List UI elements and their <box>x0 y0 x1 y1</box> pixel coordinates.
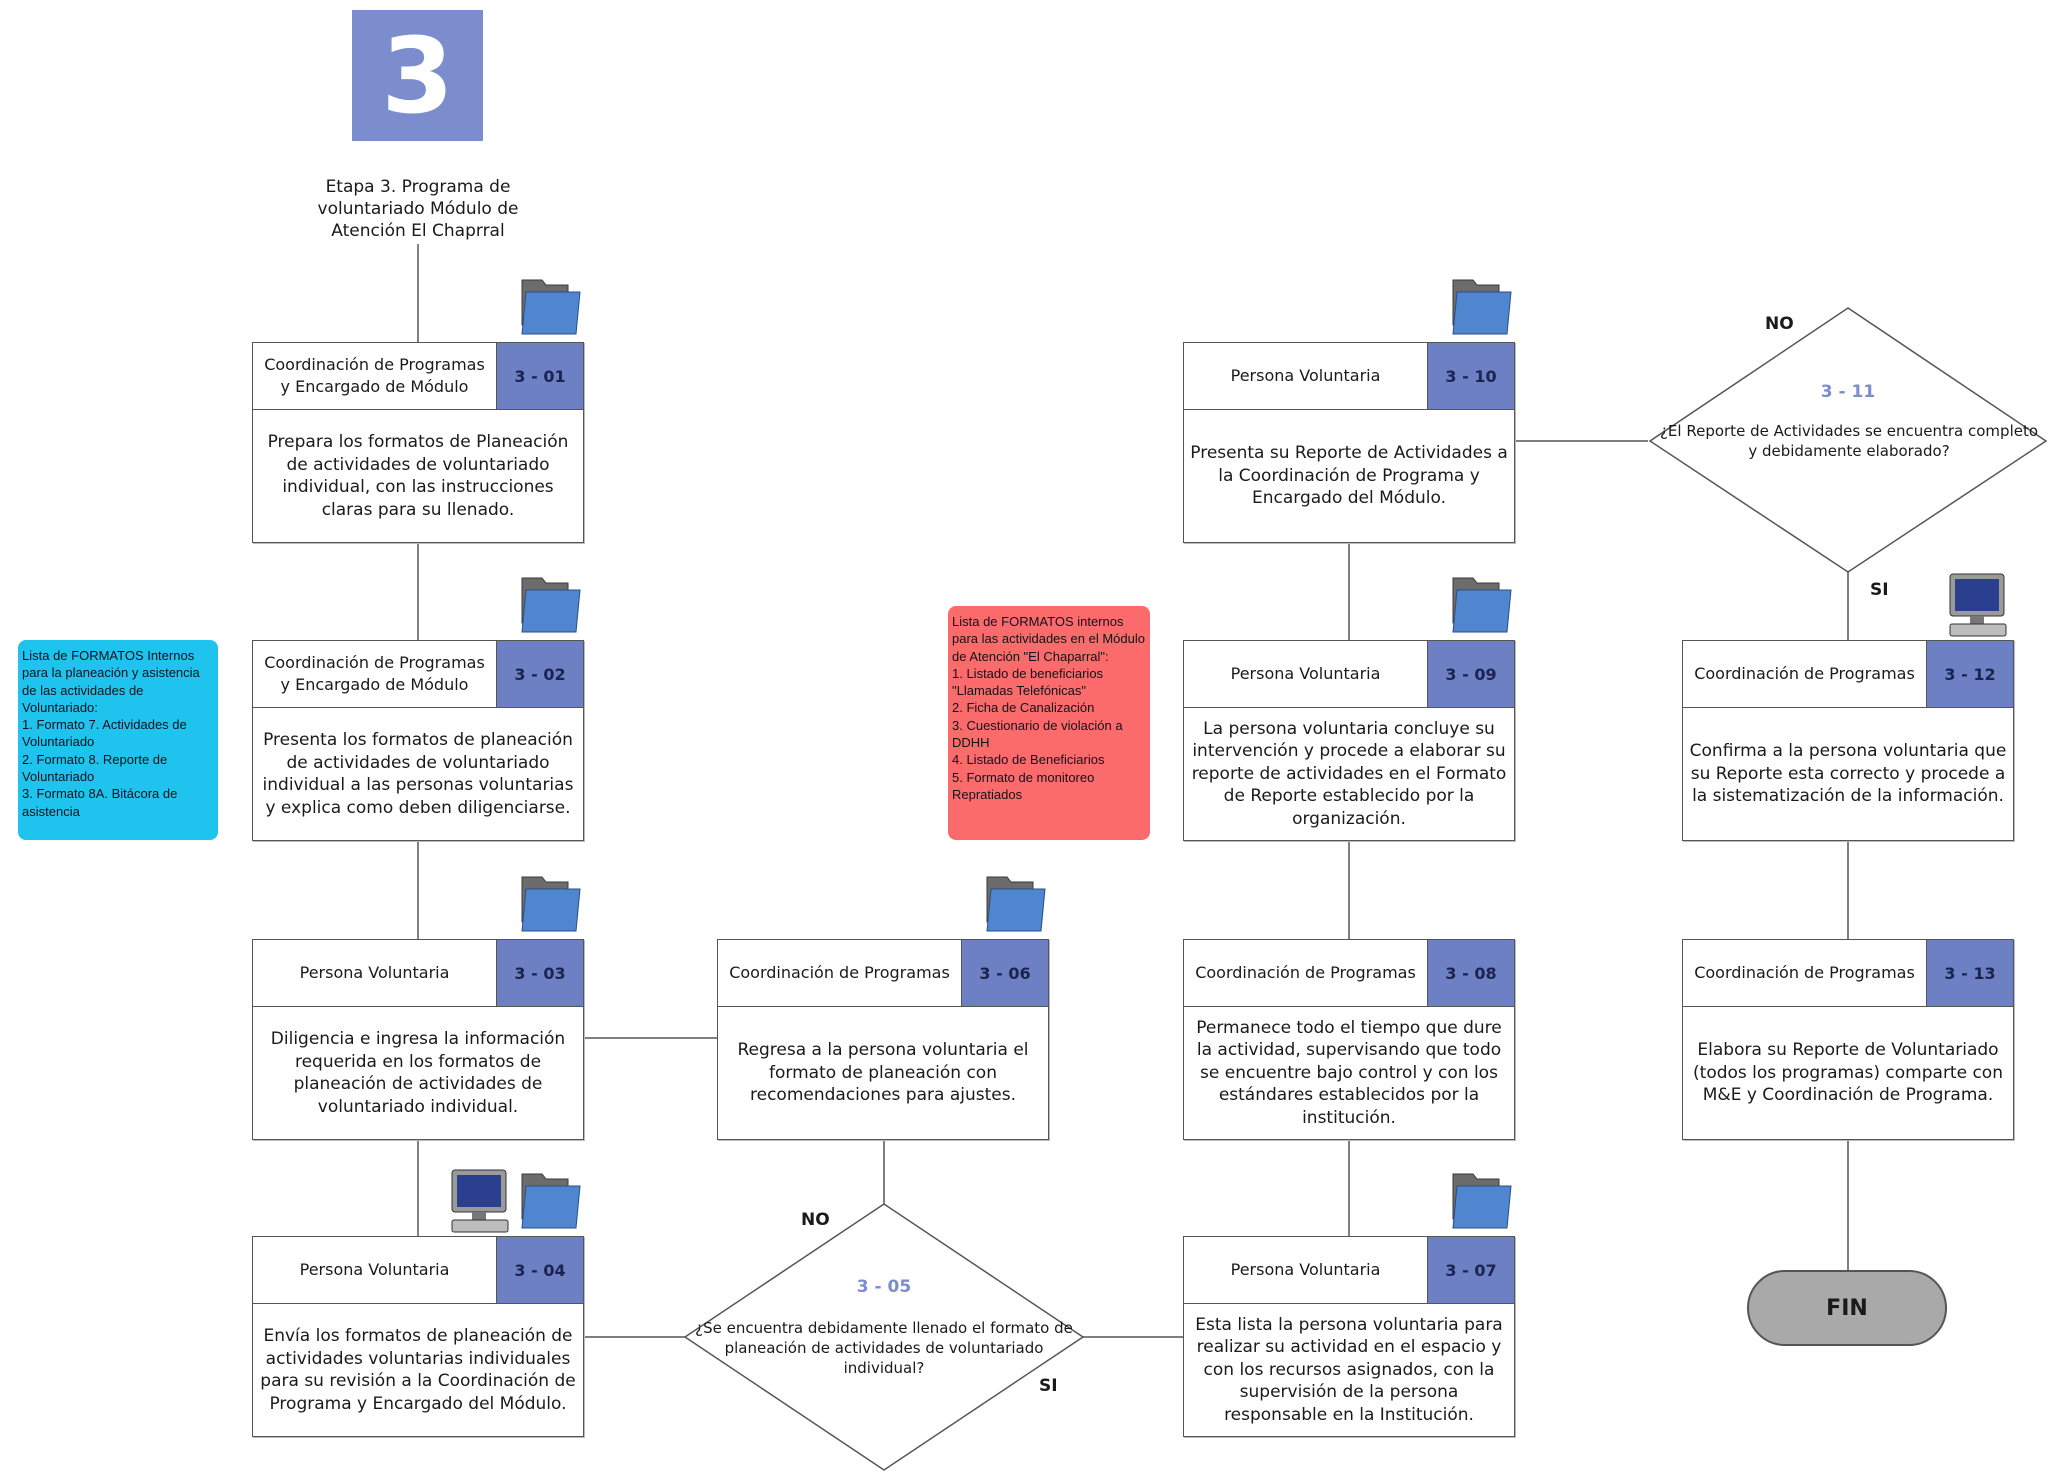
end-terminal: FIN <box>1747 1270 1947 1346</box>
step-3-03: Persona Voluntaria 3 - 03 Diligencia e in… <box>252 939 584 1140</box>
step-actor: Coordinación de Programas y Encargado de… <box>264 355 485 396</box>
formats-list-note-blue: Lista de FORMATOS Internos para la plane… <box>18 640 218 840</box>
step-code: 3 - 06 <box>961 940 1048 1006</box>
folder-icon <box>521 279 581 335</box>
computer-icon <box>1949 573 2007 637</box>
step-actor: Persona Voluntaria <box>299 963 450 982</box>
folder-icon <box>1452 279 1512 335</box>
step-code: 3 - 13 <box>1926 940 2013 1006</box>
step-description: Regresa a la persona voluntaria el forma… <box>737 1040 1029 1106</box>
stage-number-badge: 3 <box>352 10 483 141</box>
note-item: 2. Formato 8. Reporte de Voluntariado <box>22 751 168 785</box>
step-3-08: Coordinación de Programas 3 - 08 Permanec… <box>1183 939 1515 1140</box>
step-3-09: Persona Voluntaria 3 - 09 La persona volu… <box>1183 640 1515 841</box>
step-3-07: Persona Voluntaria 3 - 07 Esta lista la p… <box>1183 1236 1515 1437</box>
step-code: 3 - 12 <box>1926 641 2013 707</box>
note-title: Lista de FORMATOS internos para las acti… <box>952 614 1145 664</box>
decision-code: 3 - 11 <box>1820 382 1876 402</box>
note-item: 2. Ficha de Canalización <box>952 700 1095 716</box>
step-actor: Coordinación de Programas y Encargado de… <box>264 653 485 694</box>
step-description: Presenta los formatos de planeación de a… <box>262 730 574 818</box>
step-3-13: Coordinación de Programas 3 - 13 Elabora … <box>1682 939 2014 1140</box>
step-actor: Persona Voluntaria <box>1230 664 1381 683</box>
step-code: 3 - 08 <box>1427 940 1514 1006</box>
folder-icon <box>986 876 1046 932</box>
step-description: Prepara los formatos de Planeación de ac… <box>267 432 569 520</box>
step-description: Confirma a la persona voluntaria que su … <box>1689 741 2007 807</box>
step-3-01: Coordinación de Programas y Encargado de… <box>252 342 584 543</box>
computer-icon <box>451 1169 509 1233</box>
step-actor: Persona Voluntaria <box>1230 366 1381 385</box>
decision-diamond-05 <box>683 1203 1085 1471</box>
step-actor: Persona Voluntaria <box>1230 1260 1381 1279</box>
step-description: Elabora su Reporte de Voluntariado (todo… <box>1693 1040 2003 1106</box>
step-3-12: Coordinación de Programas 3 - 12 Confirma… <box>1682 640 2014 841</box>
step-3-02: Coordinación de Programas y Encargado de… <box>252 640 584 841</box>
note-item: 1. Formato 7. Actividades de Voluntariad… <box>22 717 187 750</box>
stage-title: Etapa 3. Programa de voluntariado Módulo… <box>300 176 536 242</box>
decision-diamond-11 <box>1648 307 2048 573</box>
step-3-10: Persona Voluntaria 3 - 10 Presenta su Rep… <box>1183 342 1515 543</box>
step-code: 3 - 04 <box>496 1237 583 1303</box>
folder-icon <box>521 1173 581 1229</box>
decision-no-label: NO <box>1765 314 1794 334</box>
step-description: Diligencia e ingresa la información requ… <box>270 1029 566 1117</box>
note-item: 1. Listado de beneficiarios "Llamadas Te… <box>952 665 1104 699</box>
note-title: Lista de FORMATOS Internos para la plane… <box>22 648 200 715</box>
decision-no-label: NO <box>801 1210 830 1230</box>
step-code: 3 - 10 <box>1427 343 1514 409</box>
step-code: 3 - 03 <box>496 940 583 1006</box>
step-3-06: Coordinación de Programas 3 - 06 Regresa … <box>717 939 1049 1140</box>
step-actor: Coordinación de Programas <box>1694 664 1915 683</box>
step-3-04: Persona Voluntaria 3 - 04 Envía los forma… <box>252 1236 584 1437</box>
step-description: Envía los formatos de planeación de acti… <box>260 1326 576 1414</box>
step-code: 3 - 01 <box>496 343 583 409</box>
decision-yes-label: SI <box>1870 580 1889 600</box>
note-item: 4. Listado de Beneficiarios <box>952 752 1105 768</box>
step-description: Presenta su Reporte de Actividades a la … <box>1190 443 1508 509</box>
note-item: 3. Formato 8A. Bitácora de asistencia <box>22 786 178 819</box>
decision-yes-label: SI <box>1039 1376 1058 1396</box>
step-description: Permanece todo el tiempo que dure la act… <box>1196 1017 1502 1128</box>
decision-code: 3 - 05 <box>856 1277 912 1297</box>
step-description: Esta lista la persona voluntaria para re… <box>1195 1314 1503 1425</box>
step-code: 3 - 09 <box>1427 641 1514 707</box>
step-description: La persona voluntaria concluye su interv… <box>1191 718 1507 829</box>
step-code: 3 - 07 <box>1427 1237 1514 1303</box>
step-code: 3 - 02 <box>496 641 583 707</box>
decision-question: ¿Se encuentra debidamente llenado el for… <box>695 1319 1073 1377</box>
folder-icon <box>521 876 581 932</box>
formats-list-note-red: Lista de FORMATOS internos para las acti… <box>948 606 1150 840</box>
step-actor: Coordinación de Programas <box>729 963 950 982</box>
decision-question: ¿El Reporte de Actividades se encuentra … <box>1659 422 2039 460</box>
step-actor: Persona Voluntaria <box>299 1260 450 1279</box>
step-actor: Coordinación de Programas <box>1694 963 1915 982</box>
note-item: 3. Cuestionario de violación a DDHH <box>952 717 1123 751</box>
folder-icon <box>1452 1173 1512 1229</box>
step-actor: Coordinación de Programas <box>1195 963 1416 982</box>
folder-icon <box>1452 577 1512 633</box>
folder-icon <box>521 577 581 633</box>
note-item: 5. Formato de monitoreo Repratiados <box>952 769 1095 802</box>
